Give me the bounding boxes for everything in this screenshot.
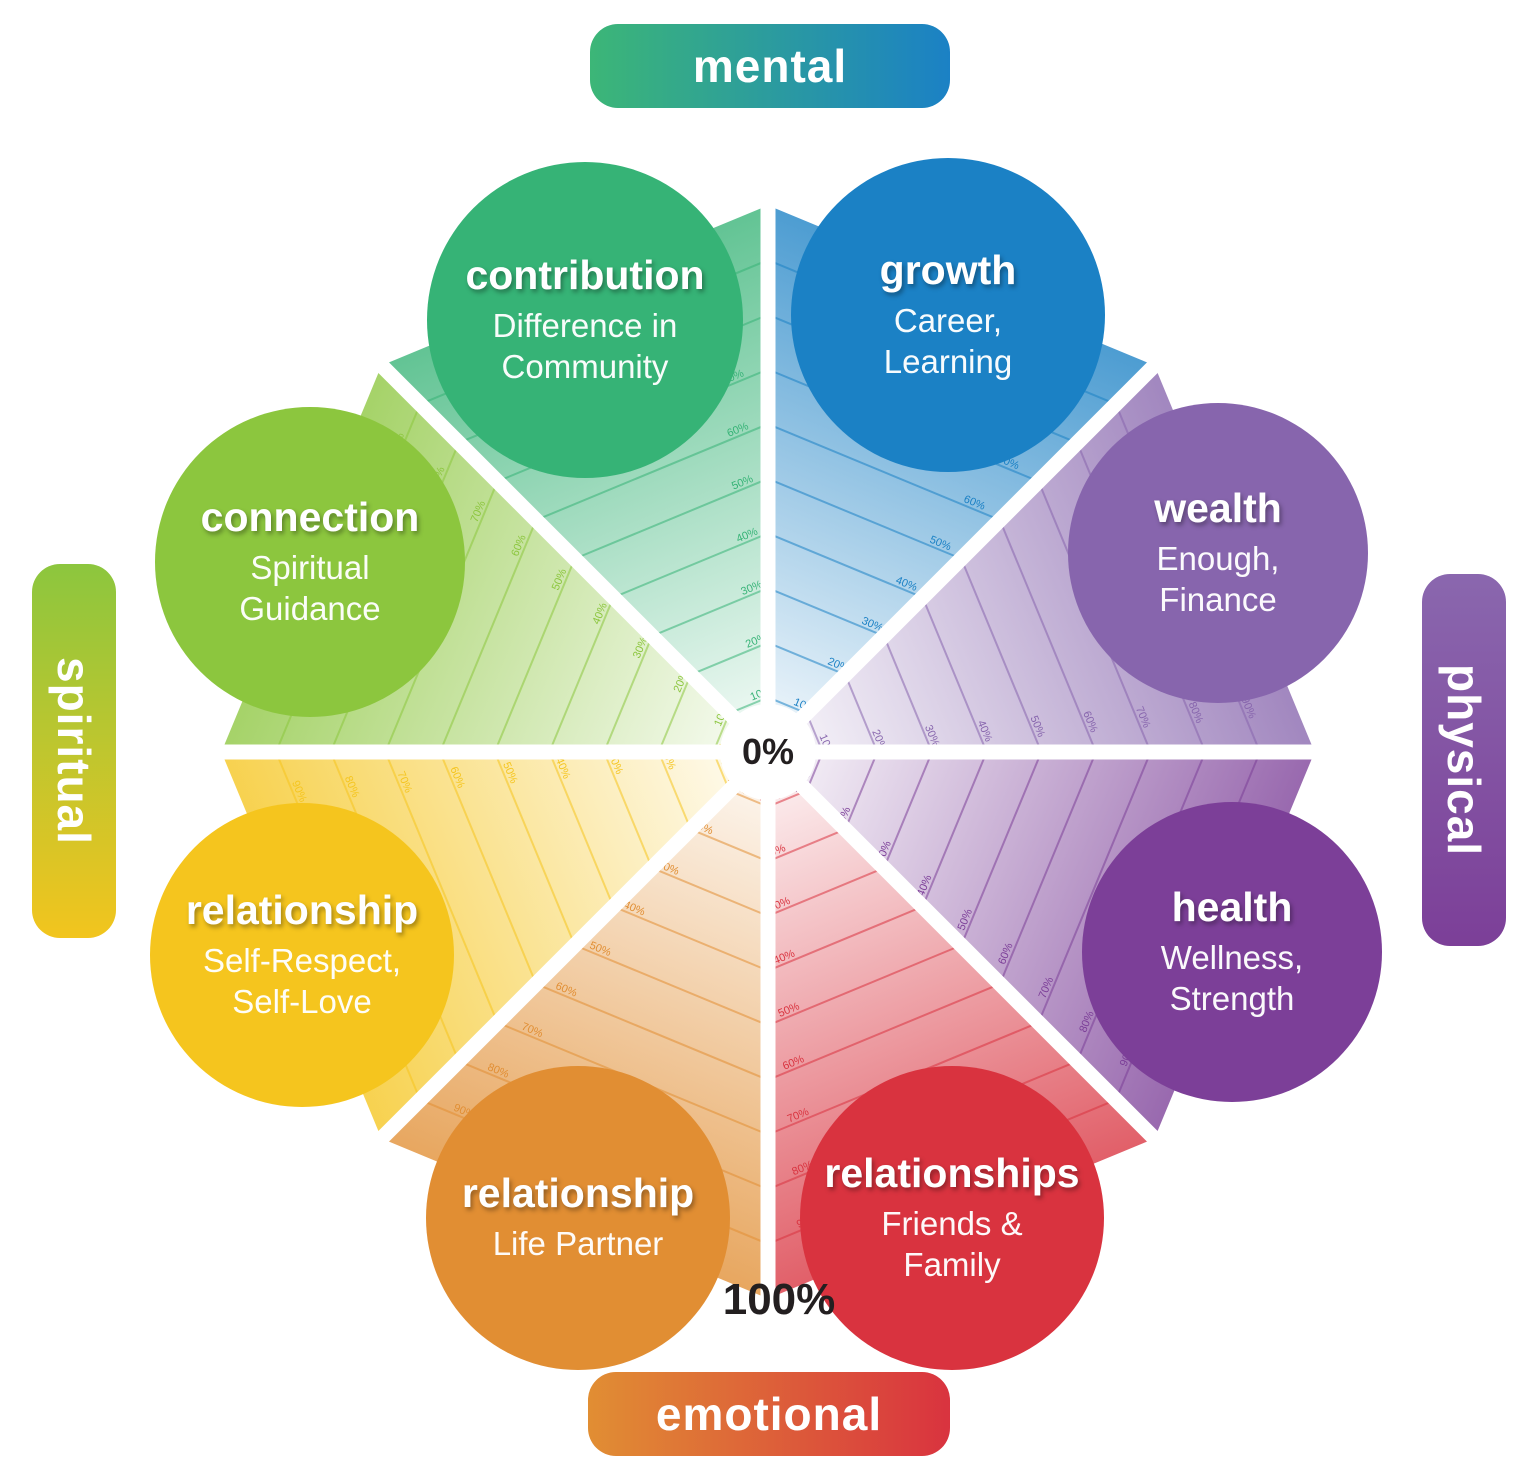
wedge-separator <box>366 746 774 1154</box>
gridline-contribution-60% <box>535 423 769 522</box>
gridline-growth-30% <box>767 587 885 637</box>
gridline-relationship-partner-50% <box>574 944 769 1027</box>
gridline-connection-60% <box>439 519 538 753</box>
gridline-connection-40% <box>548 597 615 753</box>
segment-title: growth <box>879 247 1017 294</box>
gridline-health-30% <box>883 751 933 869</box>
segment-subtitle: Wellness, Strength <box>1160 939 1304 1017</box>
segment-subtitle: Friends & Family <box>881 1205 1023 1283</box>
gridline-wealth-20% <box>844 674 879 753</box>
gridline-relationship-self-70% <box>384 751 499 1023</box>
gridline-health-70% <box>1037 751 1152 1023</box>
segment-circle-connection: connection Spiritual Guidance <box>155 407 465 717</box>
segment-subtitle: Life Partner <box>492 1225 664 1263</box>
center-hub <box>720 704 816 800</box>
gridline-wealth-40% <box>921 597 988 753</box>
segment-circle-relationship-partner: relationship Life Partner <box>426 1066 730 1370</box>
wedge-separator <box>366 350 774 758</box>
segment-title: relationship <box>185 887 419 934</box>
segment-circle-contribution: contribution Difference in Community <box>427 162 743 478</box>
gridline-growth-60% <box>767 423 1001 522</box>
gridline-relationships-40% <box>767 905 923 972</box>
gridline-contribution-30% <box>651 587 769 637</box>
gridline-health-40% <box>921 751 988 907</box>
gridline-health-50% <box>960 751 1043 946</box>
segment-title: contribution <box>465 252 705 299</box>
segment-title: relationships <box>824 1150 1080 1197</box>
gridline-relationship-self-60% <box>439 751 538 985</box>
segment-subtitle: Enough, Finance <box>1156 540 1280 618</box>
gridline-relationship-partner-60% <box>535 982 769 1081</box>
center-zero-label: 0% <box>741 731 795 772</box>
segment-circle-relationship-self: relationship Self-Respect, Self-Love <box>150 803 454 1107</box>
gridline-connection-20% <box>657 674 692 753</box>
gridline-relationship-partner-30% <box>651 867 769 917</box>
gridline-relationship-partner-20% <box>690 828 769 863</box>
gridline-relationships-30% <box>767 867 885 917</box>
segment-circle-health: health Wellness, Strength <box>1082 802 1382 1102</box>
segment-subtitle: Difference in Community <box>492 307 678 385</box>
segment-title: relationship <box>461 1170 695 1217</box>
segment-title: health <box>1171 884 1293 931</box>
segment-subtitle: Spiritual Guidance <box>239 549 381 627</box>
gridline-relationships-60% <box>767 982 1001 1081</box>
axis-pill-physical: physical <box>1422 574 1506 946</box>
gridline-growth-50% <box>767 477 962 560</box>
gridline-health-60% <box>998 751 1097 985</box>
gridline-wealth-30% <box>883 635 933 753</box>
segment-subtitle: Career, Learning <box>883 302 1013 380</box>
gridline-relationship-self-20% <box>657 751 692 830</box>
gridline-wealth-50% <box>960 558 1043 753</box>
segment-subtitle: Self-Respect, Self-Love <box>202 942 402 1020</box>
gridline-relationship-self-30% <box>603 751 653 869</box>
gridline-relationships-20% <box>767 828 846 863</box>
gridline-contribution-20% <box>690 641 769 676</box>
gridline-relationships-50% <box>767 944 962 1027</box>
segment-title: wealth <box>1154 485 1282 532</box>
gridline-relationship-self-40% <box>548 751 615 907</box>
gridline-wealth-60% <box>998 519 1097 753</box>
segment-title: connection <box>200 494 420 541</box>
gridline-connection-30% <box>603 635 653 753</box>
gridline-growth-20% <box>767 641 846 676</box>
wedge-separator <box>762 350 1170 758</box>
axis-pill-mental: mental <box>590 24 950 108</box>
segment-circle-relationships: relationships Friends & Family <box>800 1066 1104 1370</box>
gridline-contribution-40% <box>613 532 769 599</box>
gridline-connection-50% <box>493 558 576 753</box>
gridline-contribution-50% <box>574 477 769 560</box>
axis-pill-spiritual: spiritual <box>32 564 116 938</box>
segment-circle-growth: growth Career, Learning <box>791 158 1105 472</box>
gridline-health-20% <box>844 751 879 830</box>
gridline-relationship-self-50% <box>493 751 576 946</box>
segment-circle-wealth: wealth Enough, Finance <box>1068 403 1368 703</box>
hundred-percent-label: 100% <box>722 1275 836 1324</box>
gridline-growth-40% <box>767 532 923 599</box>
wedge-separator <box>762 746 1170 1154</box>
axis-pill-emotional: emotional <box>588 1372 950 1456</box>
gridline-relationship-partner-40% <box>613 905 769 972</box>
